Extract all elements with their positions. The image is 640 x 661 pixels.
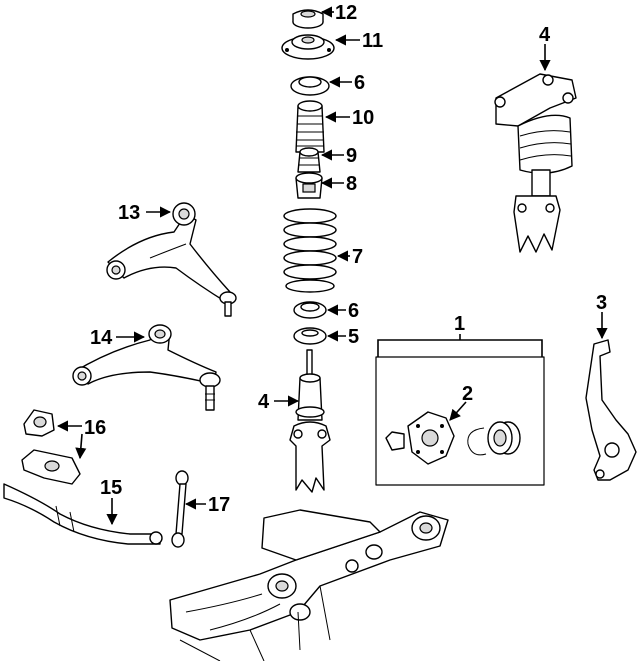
callout-10: 10 [352,107,374,129]
strut-assembly [289,349,331,493]
upper-spring-seat [290,76,330,96]
stabilizer-link [171,470,189,548]
callout-13: 13 [118,202,140,224]
wheel-stud [385,431,405,451]
callout-9: 9 [346,145,357,167]
callout-1: 1 [454,313,465,335]
coil-spring [283,208,337,293]
spring-isolator [295,172,323,199]
snap-ring [467,427,487,456]
callout-4-strut: 4 [258,391,270,413]
callout-14: 14 [90,327,113,349]
strut-upper-mount [281,34,335,60]
lower-spring-seat [293,301,327,319]
stabilizer-bar [3,483,163,545]
stabilizer-bushing-and-bracket [21,409,81,485]
lower-control-arm [106,202,237,317]
steering-knuckle [585,339,637,481]
dust-boot [295,100,325,153]
callout-17: 17 [208,494,230,516]
bump-stop [297,147,321,173]
hub-flange [407,411,455,465]
strut-top-cap [292,9,324,29]
callout-6-upper: 6 [354,72,365,94]
spring-insulator [293,327,327,345]
front-crossmember [169,509,449,661]
wheel-bearing [487,421,521,455]
callout-4-air-strut: 4 [539,24,551,46]
callout-7: 7 [352,246,363,268]
upper-control-arm [72,324,221,411]
callout-8: 8 [346,173,357,195]
leader-lines [56,6,608,526]
air-strut-assembly [494,73,577,253]
hub-assembly-box [375,356,545,486]
callout-15: 15 [100,477,122,499]
callout-11: 11 [362,30,383,52]
callout-2: 2 [462,383,473,405]
callout-3: 3 [596,292,607,314]
callout-16: 16 [84,417,106,439]
callout-6-lower: 6 [348,300,359,322]
callout-numbers: 12 11 6 10 9 8 7 6 5 4 4 13 14 1 2 3 16 … [84,2,607,516]
callout-12: 12 [335,2,357,24]
callout-5: 5 [348,326,359,348]
